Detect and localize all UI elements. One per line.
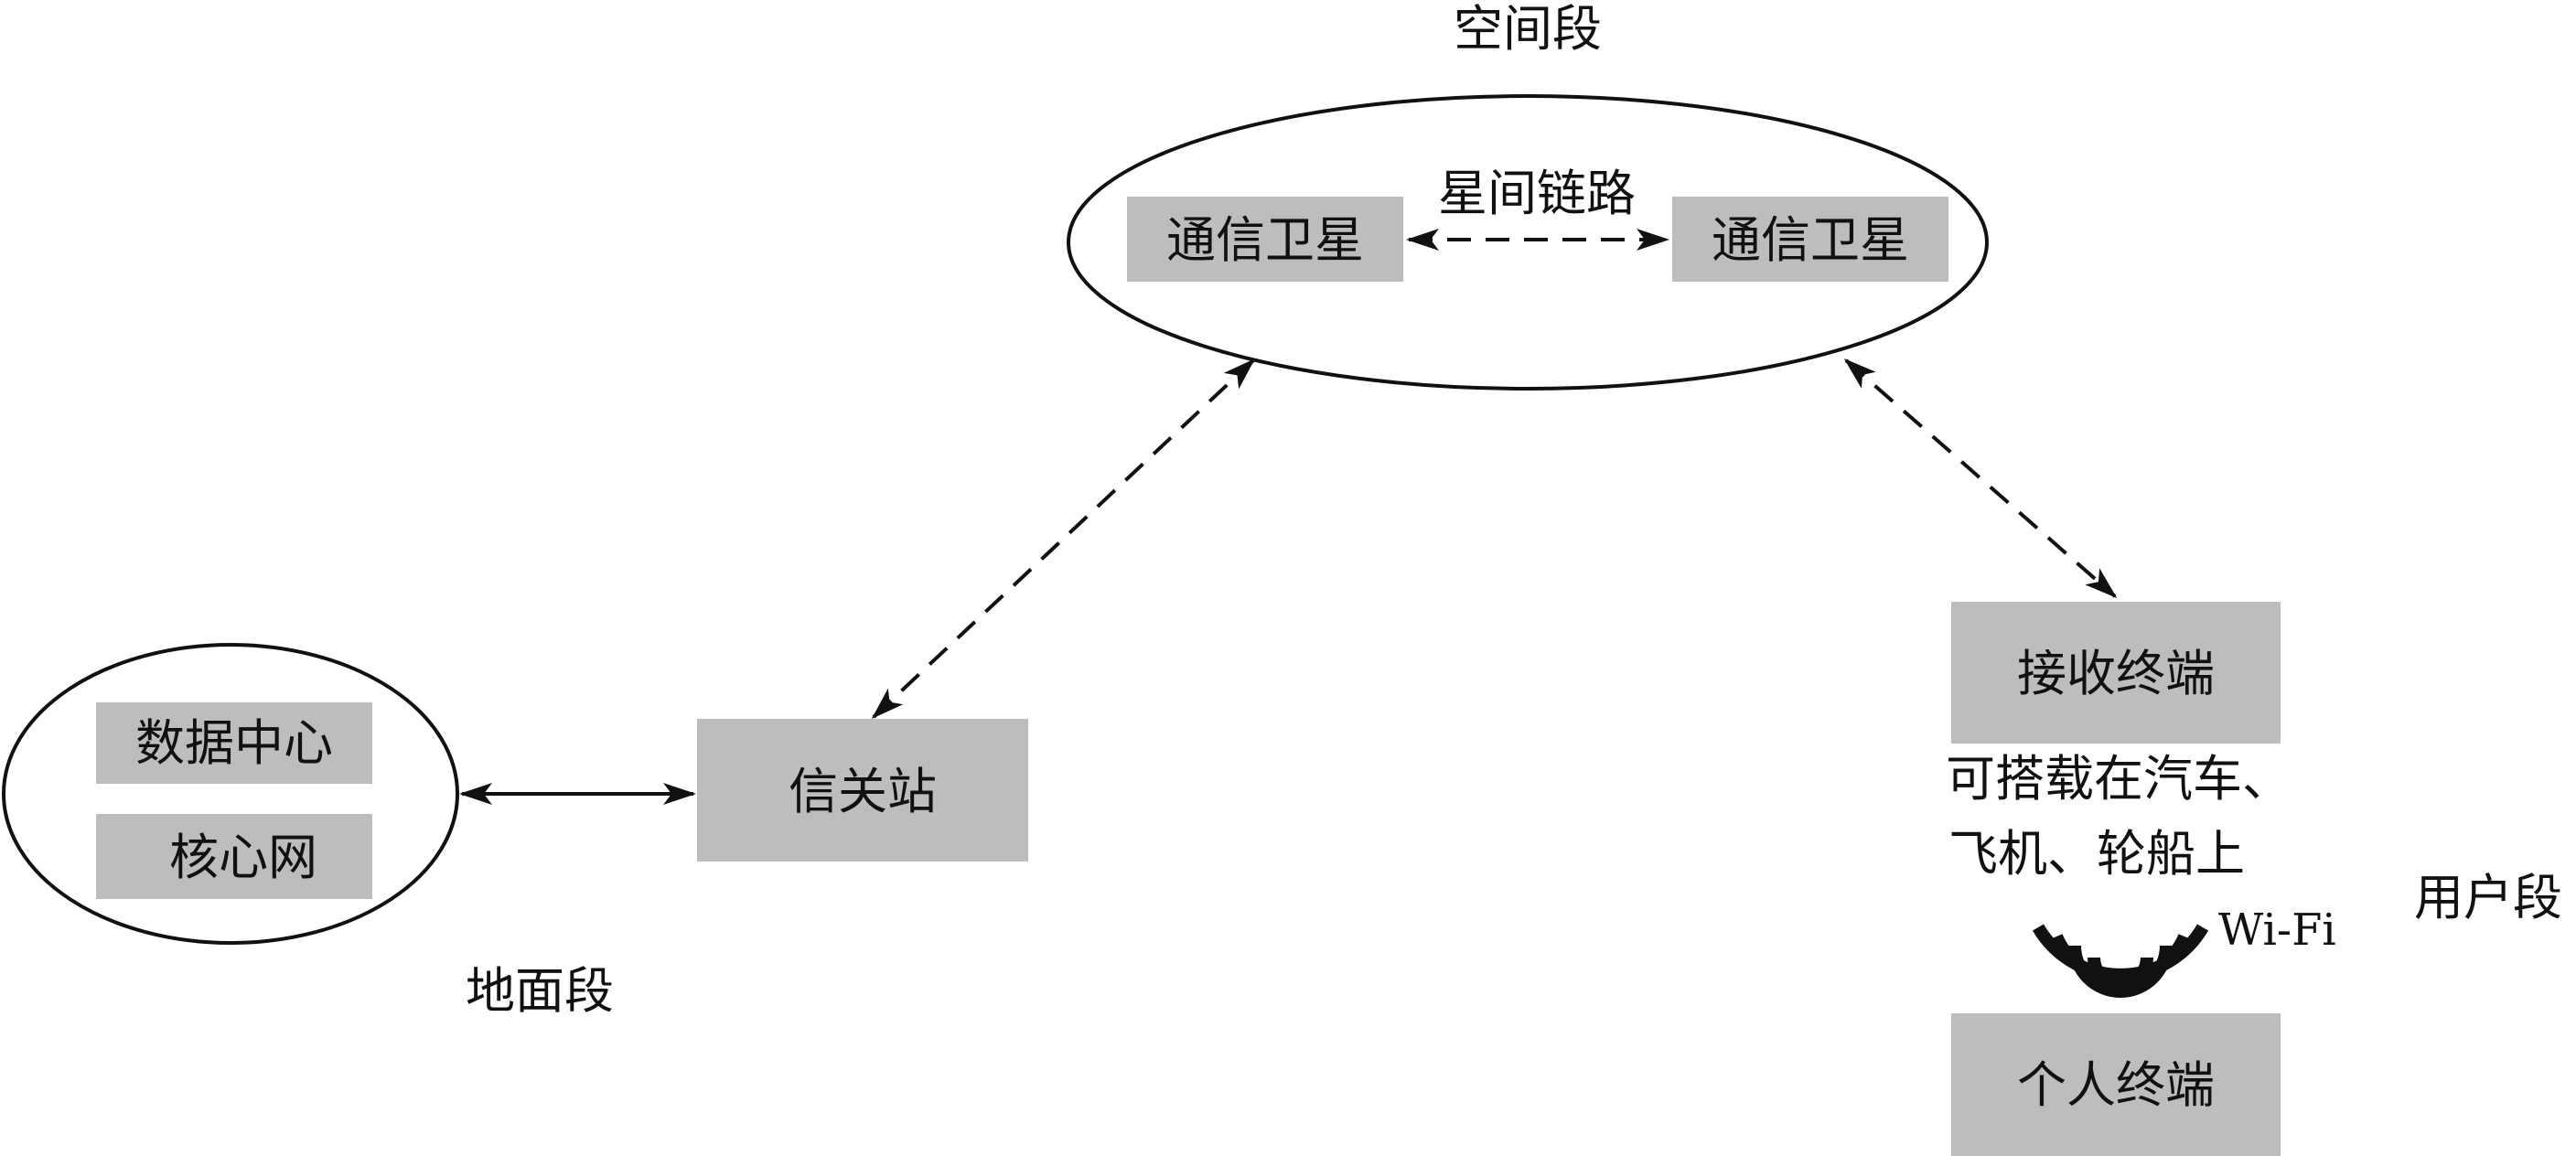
satellite-left-label: 通信卫星 [1166, 211, 1364, 269]
ground-segment-ellipse [2, 643, 459, 945]
gateway-space-arrow [871, 358, 1256, 720]
wifi-icon [2032, 924, 2209, 998]
satellite-right-box [1672, 197, 1948, 282]
data-center-label: 数据中心 [135, 714, 333, 772]
personal-terminal-box [1951, 1013, 2281, 1156]
mount-text-line1: 可搭载在汽车、 [1946, 750, 2292, 808]
gateway-label: 信关站 [789, 763, 937, 820]
data-center-box [96, 702, 372, 784]
gateway-box [697, 719, 1028, 862]
space-terminal-arrow [1843, 359, 2118, 598]
core-network-label: 核心网 [169, 829, 317, 886]
satellite-right-label: 通信卫星 [1712, 211, 1909, 269]
user-segment-label: 用户段 [2414, 869, 2562, 926]
space-segment-ellipse [1067, 94, 1989, 391]
space-segment-label: 空间段 [1454, 0, 1602, 58]
personal-terminal-label: 个人终端 [2017, 1056, 2215, 1114]
inter-satellite-link-label: 星间链路 [1438, 165, 1636, 222]
mount-text-line2: 飞机、轮船上 [1948, 825, 2245, 883]
satellite-left-box [1127, 197, 1403, 282]
ground-segment-label: 地面段 [466, 962, 614, 1020]
receive-terminal-box [1951, 602, 2281, 744]
receive-terminal-label: 接收终端 [2017, 645, 2215, 702]
wifi-label: Wi-Fi [2218, 904, 2336, 956]
core-network-box [96, 814, 372, 899]
